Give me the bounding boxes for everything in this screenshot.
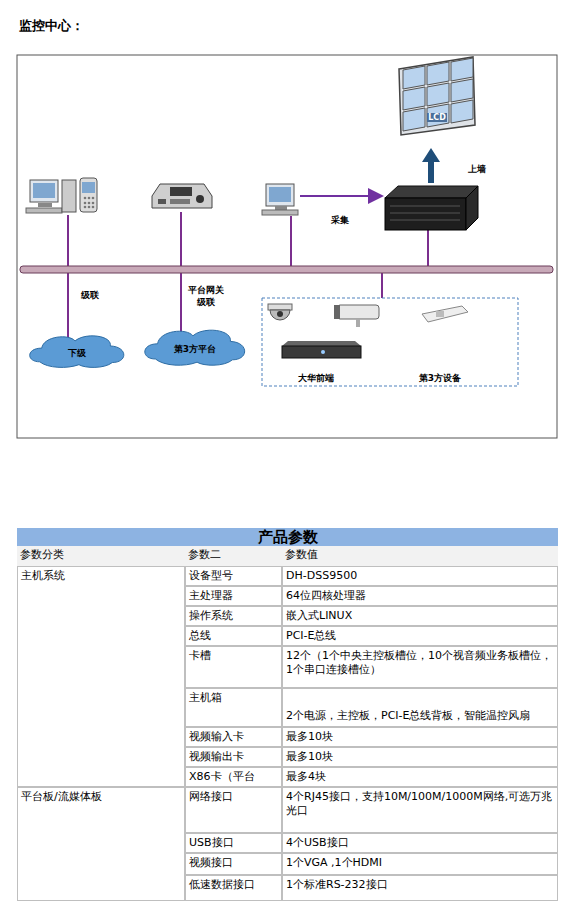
column-header-cell: 参数值 — [282, 546, 558, 566]
device-label: 第3方设备 — [419, 372, 461, 385]
table-header-bar — [17, 528, 558, 546]
parameter-name: 低速数据接口 — [189, 878, 255, 891]
parameter-value-cell: 4个USB接口 — [282, 833, 558, 853]
category: 平台板/流媒体板 — [21, 790, 102, 803]
parameter-value-cell: 2个电源，主控板，PCI-E总线背板，智能温控风扇 — [282, 688, 558, 727]
column-header: 参数二 — [188, 548, 221, 561]
parameter-value-cell: 1个标准RS-232接口 — [282, 875, 558, 901]
parameter-value-cell: 嵌入式LINUX — [282, 606, 558, 626]
column-header: 参数值 — [285, 548, 318, 561]
column-header-cell: 参数二 — [185, 546, 282, 566]
parameter-value-cell: 最多4块 — [282, 767, 558, 787]
table-column-header-bg — [17, 546, 558, 566]
parameter-value: 嵌入式LINUX — [286, 609, 352, 622]
category: 主机系统 — [21, 569, 65, 582]
third-party-device — [422, 306, 468, 322]
parameter-value: 最多10块 — [286, 730, 333, 743]
parameter-name-cell: 卡槽 — [185, 646, 282, 688]
parameter-name-cell: USB接口 — [185, 833, 282, 853]
parameter-value: DH-DSS9500 — [286, 569, 357, 582]
wall-shape — [397, 55, 477, 137]
parameter-name-cell: 主机箱 — [185, 688, 282, 727]
parameter-name-cell: X86卡（平台 — [185, 767, 282, 787]
parameter-name-cell: 视频接口 — [185, 853, 282, 875]
bullet-camera — [334, 305, 379, 327]
parameter-value-cell: 最多10块 — [282, 727, 558, 747]
parameter-name: X86卡（平台 — [189, 770, 255, 783]
parameter-value: 12个（1个中央主控板槽位，10个视音频业务板槽位，1个串口连接槽位） — [286, 649, 552, 676]
parameter-name-cell: 操作系统 — [185, 606, 282, 626]
device-group-outline — [262, 298, 518, 386]
parameter-value-cell: 4个RJ45接口，支持10M/100M/1000M网络,可选万兆光口 — [282, 787, 558, 833]
category-cell: 主机系统 — [17, 566, 185, 787]
node-label: 第3方平台 — [174, 343, 216, 356]
parameter-name: 主处理器 — [189, 589, 233, 602]
parameter-name: 视频输出卡 — [189, 750, 244, 763]
parameter-value: PCI-E总线 — [286, 629, 336, 642]
parameter-name-cell: 总线 — [185, 626, 282, 646]
parameter-value: 64位四核处理器 — [286, 589, 366, 602]
parameter-value: 1个VGA ,1个HDMI — [286, 856, 382, 869]
table-title: 产品参数 — [258, 528, 318, 547]
connection-label: 上墙 — [468, 163, 486, 176]
parameter-name-cell: 视频输出卡 — [185, 747, 282, 767]
pc-icon — [262, 184, 298, 215]
parameter-value-cell: 最多10块 — [282, 747, 558, 767]
parameter-value-cell: DH-DSS9500 — [282, 566, 558, 586]
network-cloud: 下级 — [28, 333, 126, 369]
parameter-name: 视频输入卡 — [189, 730, 244, 743]
parameter-name: 网络接口 — [189, 790, 233, 803]
device-group: 大华前端 第3方设备 — [262, 298, 518, 386]
connection-label: 平台网关 级联 — [185, 284, 226, 308]
parameter-value-cell: 1个VGA ,1个HDMI — [282, 853, 558, 875]
parameter-value: 最多10块 — [286, 750, 333, 763]
capture-arrow — [300, 195, 382, 197]
device-label: 大华前端 — [298, 372, 334, 385]
parameter-value: 1个标准RS-232接口 — [286, 878, 388, 891]
parameter-name: 视频接口 — [189, 856, 233, 869]
parameter-name: 总线 — [189, 629, 211, 642]
network-bus — [20, 266, 553, 273]
decoder-device — [385, 186, 478, 230]
node-label: 下级 — [68, 347, 86, 360]
parameter-value: 4个USB接口 — [286, 836, 349, 849]
parameter-value: 最多4块 — [286, 770, 326, 783]
parameter-name-cell: 设备型号 — [185, 566, 282, 586]
category-cell: 平台板/流媒体板 — [17, 787, 185, 901]
parameter-value-cell: PCI-E总线 — [282, 626, 558, 646]
parameter-name-cell: 视频输入卡 — [185, 727, 282, 747]
parameter-name: 操作系统 — [189, 609, 233, 622]
parameter-name-cell: 主处理器 — [185, 586, 282, 606]
nvr-device — [282, 341, 361, 358]
column-header-cell: 参数分类 — [17, 546, 185, 566]
frame — [17, 55, 557, 438]
display-arrow — [422, 148, 440, 183]
parameter-value: 4个RJ45接口，支持10M/100M/1000M网络,可选万兆光口 — [286, 790, 552, 817]
parameter-name: 设备型号 — [189, 569, 233, 582]
parameter-value: 2个电源，主控板，PCI-E总线背板，智能温控风扇 — [286, 709, 530, 722]
parameter-name: 卡槽 — [189, 649, 211, 662]
node-label: LCD — [427, 113, 447, 122]
dome-camera — [268, 304, 292, 320]
column-header: 参数分类 — [20, 548, 64, 561]
connection-label: 级联 — [81, 289, 99, 302]
link-lines — [68, 212, 428, 338]
control-keyboard-icon — [152, 184, 212, 208]
parameter-name: 主机箱 — [189, 691, 222, 704]
page-title: 监控中心： — [19, 17, 84, 35]
parameter-name-cell: 低速数据接口 — [185, 875, 282, 901]
parameter-value-cell: 64位四核处理器 — [282, 586, 558, 606]
parameter-value-cell: 12个（1个中央主控板槽位，10个视音频业务板槽位，1个串口连接槽位） — [282, 646, 558, 688]
network-cloud: 第3方平台 — [143, 327, 247, 367]
parameter-name: USB接口 — [189, 836, 234, 849]
video-wall: LCD — [397, 55, 477, 137]
connection-label: 采集 — [331, 214, 349, 227]
parameter-name-cell: 网络接口 — [185, 787, 282, 833]
pc-phone-icon — [26, 178, 97, 213]
